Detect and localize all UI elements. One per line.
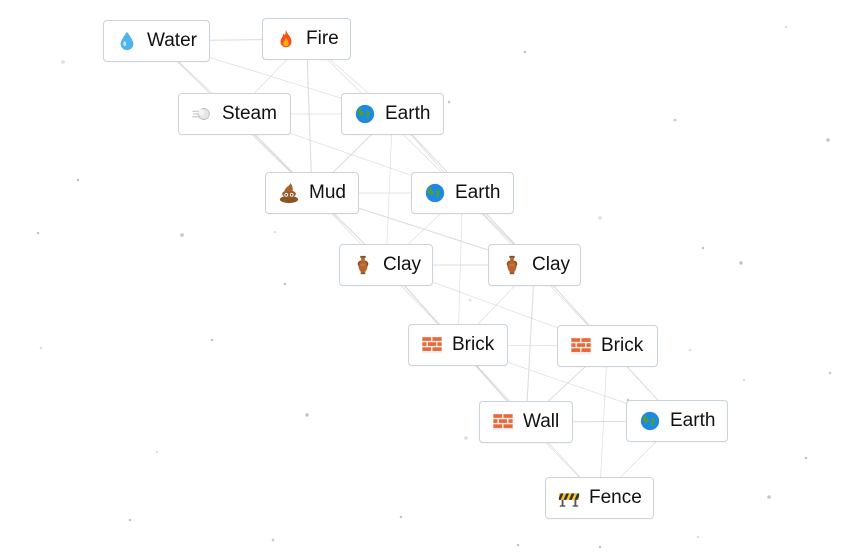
element-tile-brick[interactable]: Brick [408,324,508,366]
element-tile-clay[interactable]: Clay [339,244,433,286]
dust-particle [688,348,692,352]
element-tile-earth[interactable]: Earth [411,172,514,214]
dust-particle [742,378,746,382]
element-tile-mud[interactable]: Mud [265,172,359,214]
globe-icon [354,103,376,125]
element-label: Fire [306,28,339,49]
barrier-icon [558,487,580,509]
connection-line [385,113,393,266]
brick-icon [421,334,443,356]
dust-particle [273,230,277,234]
dust-particle [76,178,80,182]
dust-particle [696,535,700,539]
dust-particle [61,60,65,64]
dust-particle [271,538,275,542]
dust-particle [305,413,309,417]
dust-particle [598,545,602,549]
element-label: Clay [383,254,422,275]
dust-particle [701,246,705,250]
element-tile-clay[interactable]: Clay [488,244,581,286]
element-tile-fire[interactable]: Fire [262,18,351,60]
element-label: Brick [452,334,495,355]
element-tile-water[interactable]: Water [103,20,210,62]
element-label: Mud [309,182,346,203]
dust-particle [155,450,159,454]
globe-icon [424,182,446,204]
element-tile-earth[interactable]: Earth [341,93,444,135]
dust-particle [826,138,830,142]
dust-particle [283,282,287,286]
element-tile-steam[interactable]: Steam [178,93,291,135]
brick-icon [492,411,514,433]
element-tile-earth[interactable]: Earth [626,400,728,442]
amphora-icon [501,254,523,276]
element-label: Clay [532,254,571,275]
connection-line [457,192,463,346]
connection-line [525,264,536,423]
dust-particle [128,518,132,522]
element-label: Fence [589,487,642,508]
dust-particle [468,298,472,302]
dust-particle [767,495,771,499]
element-label: Earth [455,182,501,203]
element-label: Earth [385,103,431,124]
dust-particle [523,50,527,54]
dust-particle [210,338,214,342]
dust-particle [828,371,832,375]
dust-particle [739,261,743,265]
dust-particle [399,515,403,519]
droplet-icon [116,30,138,52]
element-tile-brick[interactable]: Brick [557,325,658,367]
dust-particle [598,216,602,220]
amphora-icon [352,254,374,276]
element-label: Earth [670,410,716,431]
dust-particle [36,231,40,235]
element-label: Wall [523,411,560,432]
dust-particle [180,233,184,237]
element-label: Steam [222,103,277,124]
fire-icon [275,28,297,50]
globe-icon [639,410,661,432]
element-label: Water [147,30,197,51]
dust-particle [447,100,451,104]
element-label: Brick [601,335,644,356]
dust-particle [673,118,677,122]
dust-particle [784,25,788,29]
steam-icon [191,103,213,125]
dust-particle [516,543,520,547]
element-tile-fence[interactable]: Fence [545,477,654,519]
element-tile-wall[interactable]: Wall [479,401,573,443]
dust-particle [39,346,43,350]
connection-line [305,38,313,194]
brick-icon [570,335,592,357]
mud-icon [278,182,300,204]
dust-particle [464,436,468,440]
dust-particle [804,456,808,460]
